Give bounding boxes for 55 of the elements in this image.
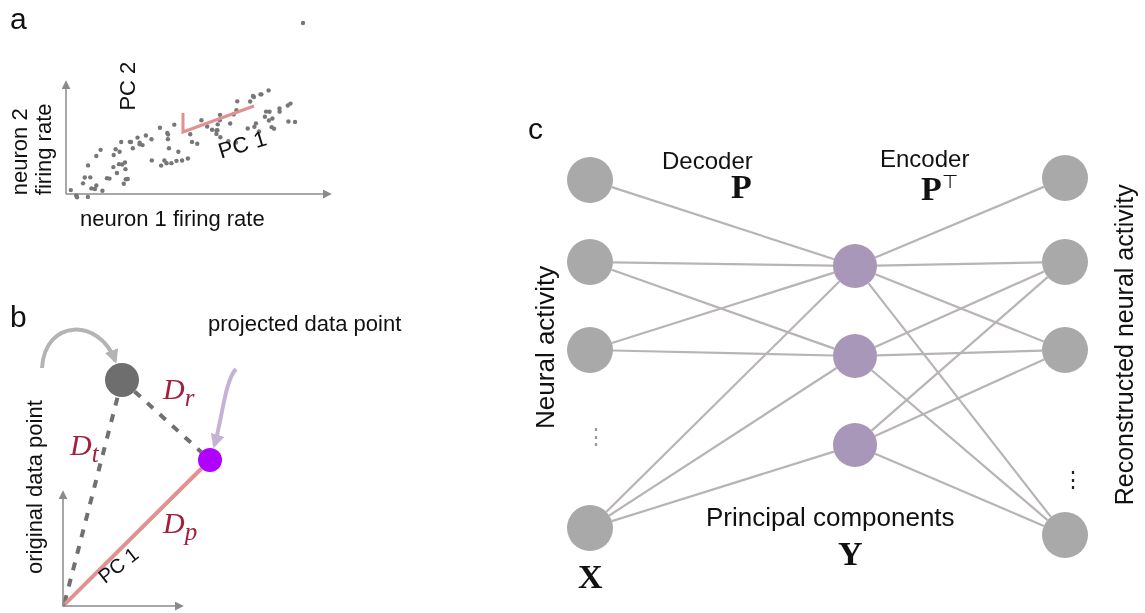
matrix-symbol: X bbox=[578, 558, 603, 596]
connector-line bbox=[612, 349, 834, 357]
axis-label: PC 1 bbox=[93, 542, 143, 588]
dashed-line bbox=[133, 389, 203, 454]
neuron-circle bbox=[567, 239, 613, 285]
panel-letter: a bbox=[10, 2, 27, 35]
axis-label: PC 2 bbox=[115, 61, 141, 111]
neuron-circle bbox=[567, 505, 613, 551]
axis-label: PC 1 bbox=[215, 126, 269, 164]
edge-label: D$_{r}$ bbox=[163, 372, 195, 412]
connector-line bbox=[64, 467, 203, 605]
connector-line bbox=[876, 349, 1043, 357]
curved-arrow bbox=[40, 327, 118, 369]
connector-line bbox=[874, 452, 1045, 527]
axis-title: neuron 2 firing rate bbox=[7, 102, 57, 196]
neuron-circle bbox=[1042, 512, 1088, 558]
neuron-circle bbox=[567, 157, 613, 203]
matrix-symbol: Y bbox=[838, 535, 863, 573]
panel-letter: c bbox=[528, 112, 543, 145]
connector-line bbox=[611, 450, 835, 523]
rotated-caption: original data point bbox=[22, 367, 48, 608]
connector-line bbox=[871, 369, 1049, 521]
data-point bbox=[105, 363, 139, 397]
component-circle bbox=[833, 334, 877, 378]
connector-line bbox=[870, 276, 1049, 432]
connector-line bbox=[874, 185, 1045, 259]
neuron-circle bbox=[567, 327, 613, 373]
dashed-line bbox=[62, 395, 120, 604]
component-circle bbox=[833, 423, 877, 467]
connector-line bbox=[876, 261, 1042, 267]
layer-title: Neural activity bbox=[530, 265, 560, 429]
connector-line bbox=[874, 358, 1045, 437]
ellipsis: ⋮ bbox=[1062, 468, 1084, 493]
matrix-symbol: P$^{⊤}$ bbox=[921, 170, 959, 208]
ellipsis: ⋮ bbox=[585, 425, 607, 450]
neuron-circle bbox=[1042, 239, 1088, 285]
origin-point bbox=[62, 603, 66, 607]
axis-title: neuron 1 firing rate bbox=[80, 207, 265, 232]
connector-line bbox=[613, 261, 833, 267]
connector-line bbox=[608, 367, 838, 517]
curved-arrow bbox=[210, 367, 238, 449]
layer-label: Encoder bbox=[880, 146, 970, 173]
layer-label: Principal components bbox=[706, 503, 955, 532]
neuron-circle bbox=[1042, 327, 1088, 373]
connector-line bbox=[867, 282, 1052, 518]
edge-label: D$_{t}$ bbox=[70, 428, 99, 468]
projected-point bbox=[198, 448, 222, 472]
neuron-circle bbox=[1042, 155, 1088, 201]
connector-line bbox=[605, 280, 841, 513]
component-circle bbox=[833, 244, 877, 288]
panel-letter: b bbox=[10, 300, 27, 333]
layer-title: Reconstructed neural activity bbox=[1110, 184, 1138, 506]
caption: projected data point bbox=[208, 312, 402, 337]
connector-line bbox=[611, 186, 835, 261]
edge-label: D$_{p}$ bbox=[163, 506, 198, 546]
